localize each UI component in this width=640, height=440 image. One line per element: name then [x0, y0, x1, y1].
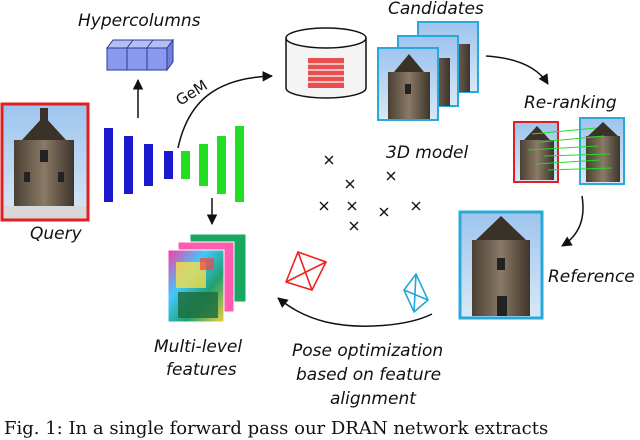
multilevel-label-1: Multi-level	[154, 337, 242, 357]
figure-caption: Fig. 1: In a single forward pass our DRA…	[4, 418, 549, 439]
reference-image	[458, 210, 544, 320]
model3d-label: 3D model	[386, 143, 469, 163]
hypercolumns-cubes	[106, 38, 174, 72]
camera-red-icon	[284, 250, 328, 291]
decoder-bars	[181, 126, 244, 202]
pose-label-3: alignment	[330, 389, 417, 409]
camera-cyan-icon	[403, 272, 429, 314]
candidates-arrow	[485, 55, 549, 85]
gem-label: GeM	[173, 76, 211, 109]
pose-label-1: Pose optimization	[292, 341, 443, 361]
reranking-images	[513, 117, 625, 185]
database-icon	[285, 27, 367, 99]
reranking-label: Re-ranking	[524, 93, 617, 113]
hypercolumns-label: Hypercolumns	[78, 11, 201, 31]
candidate-images	[377, 21, 479, 121]
rerank-arrow	[561, 195, 584, 247]
reference-label: Reference	[548, 267, 635, 287]
query-image	[0, 102, 90, 222]
encoder-bars	[104, 128, 173, 202]
candidates-label: Candidates	[388, 0, 484, 19]
gem-arrow	[177, 71, 274, 149]
pose-arrow	[277, 297, 433, 327]
point-cloud	[319, 155, 421, 231]
pose-label-2: based on feature	[296, 365, 441, 385]
multilevel-features	[167, 233, 247, 323]
multilevel-label-2: features	[166, 360, 237, 380]
query-label: Query	[30, 224, 83, 244]
